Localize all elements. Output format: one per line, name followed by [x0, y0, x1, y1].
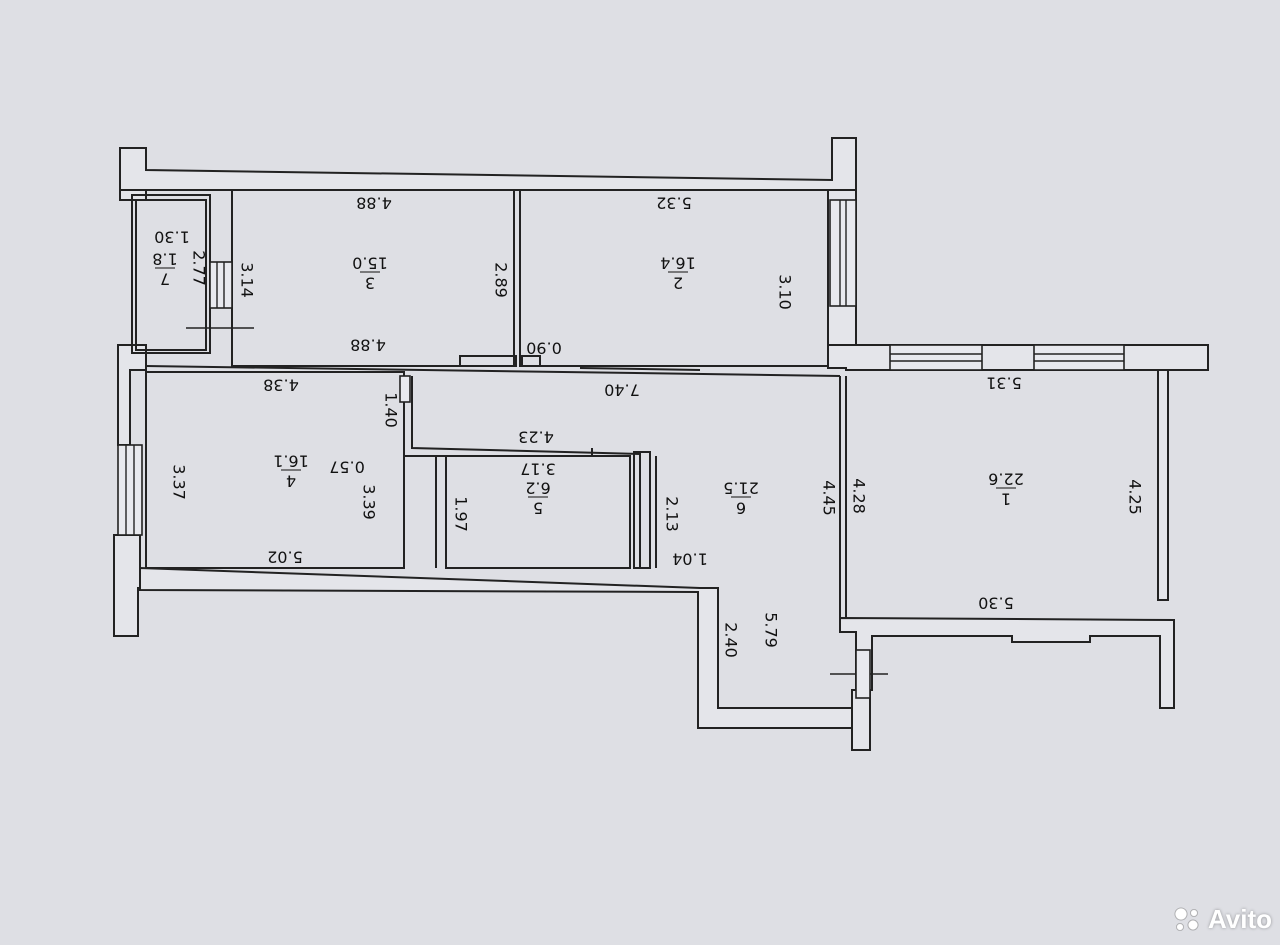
room-number: 4 — [286, 472, 296, 491]
room-labels: 22.61 16.42 15.03 16.14 6.25 21.56 1.87 — [152, 250, 1024, 518]
dimension-label: 5.30 — [978, 594, 1014, 613]
room-number: 1 — [1001, 490, 1011, 509]
dimension-label: 2.77 — [190, 250, 209, 286]
dimension-label: 3.39 — [360, 484, 379, 520]
dimension-label: 1.30 — [154, 228, 190, 247]
avito-watermark: Avito — [1172, 904, 1272, 934]
dimension-label: 4.45 — [820, 480, 839, 516]
dimension-label: 4.23 — [518, 428, 554, 447]
room-label-6: 21.56 — [723, 479, 759, 518]
room-number: 6 — [736, 499, 746, 518]
dimension-label: 3.17 — [520, 460, 556, 479]
room-number: 7 — [160, 270, 170, 289]
dimension-label: 5.31 — [986, 374, 1022, 393]
dimension-label: 2.13 — [663, 496, 682, 532]
dimension-label: 4.25 — [1126, 479, 1145, 515]
dimension-label: 0.90 — [526, 339, 562, 358]
room-label-2: 16.42 — [660, 254, 696, 293]
dimension-label: 2.89 — [492, 262, 511, 298]
dimension-label: 2.40 — [722, 622, 741, 658]
room-area: 1.8 — [152, 250, 177, 269]
interior-partitions — [131, 189, 847, 618]
dimension-label: 1.40 — [382, 392, 401, 428]
dimension-label: 1.04 — [672, 550, 708, 569]
dimension-label: 5.02 — [267, 548, 303, 567]
avito-logo-icon — [1174, 907, 1199, 931]
avito-watermark-text: Avito — [1208, 903, 1273, 934]
dimension-label: 7.40 — [604, 381, 640, 400]
room-area: 21.5 — [723, 479, 759, 498]
room-label-5: 6.25 — [525, 479, 550, 518]
room-number: 5 — [533, 499, 543, 518]
room-label-4: 16.14 — [273, 452, 309, 491]
dimension-label: 4.88 — [350, 336, 386, 355]
room-number: 3 — [365, 274, 375, 293]
dimension-label: 4.88 — [356, 194, 392, 213]
dimension-label: 4.38 — [263, 376, 299, 395]
dimension-label: 3.37 — [170, 464, 189, 500]
dimension-label: 5.32 — [656, 194, 692, 213]
dimension-label: 5.79 — [762, 612, 781, 648]
dimension-labels: 4.88 5.32 1.302.77 3.14 2.89 3.10 4.88 0.90 4.38… — [154, 194, 1144, 658]
dimension-label: 0.57 — [329, 458, 365, 477]
room-area: 16.1 — [273, 452, 309, 471]
room-label-3: 15.03 — [352, 254, 388, 293]
room-area: 22.6 — [988, 470, 1024, 489]
dimension-label: 3.14 — [238, 262, 257, 298]
room-area: 6.2 — [525, 479, 550, 498]
dimension-label: 1.97 — [452, 496, 471, 532]
dimension-label: 3.10 — [776, 274, 795, 310]
dimension-label: 4.28 — [850, 478, 869, 514]
room-label-7: 1.87 — [152, 250, 177, 289]
room-label-1: 22.61 — [988, 470, 1024, 509]
room-number: 2 — [673, 274, 683, 293]
room-area: 15.0 — [352, 254, 388, 273]
windows — [117, 199, 1125, 699]
room-area: 16.4 — [660, 254, 696, 273]
